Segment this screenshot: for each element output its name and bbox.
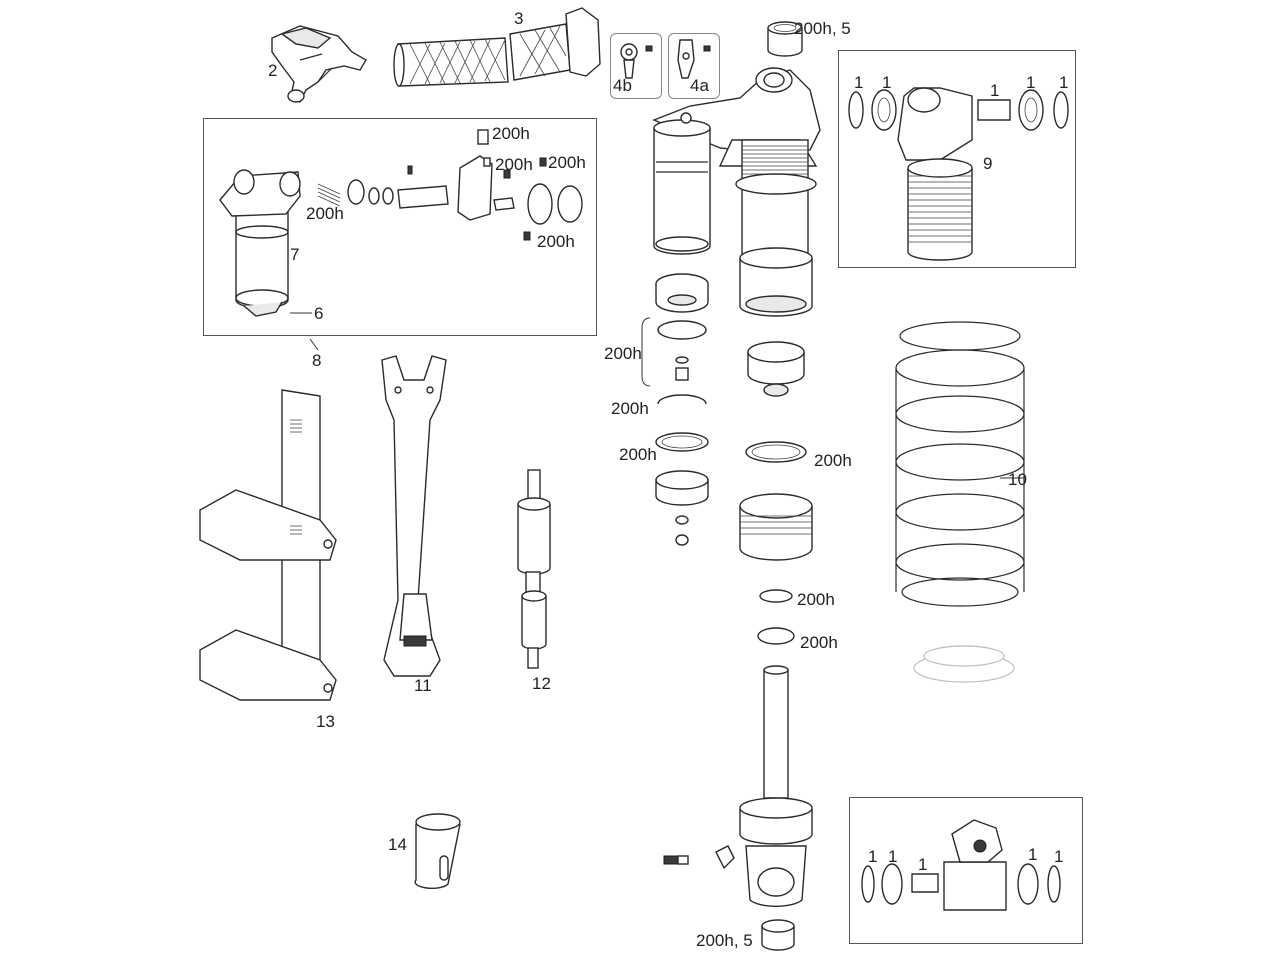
callout-7: 7: [290, 245, 300, 264]
callout-200h-f: 200h: [604, 344, 642, 363]
damper-shaft-lower: [663, 665, 813, 907]
part-4b-lever: [620, 43, 653, 79]
part-9-eyelet: [848, 87, 1069, 261]
callout-1-top-a: 1: [854, 73, 864, 92]
callout-4b: 4b: [613, 76, 632, 95]
bottom-eyelet-bearing-panel: [849, 797, 1083, 944]
rings-left-column: [655, 273, 709, 546]
callout-1-bottom-b: 1: [888, 847, 898, 866]
part-7-internal-parts: [317, 129, 583, 241]
callout-1-bottom-e: 1: [1054, 847, 1064, 866]
callout-200h-h: 200h: [619, 445, 657, 464]
callout-200h-5-bottom: 200h, 5: [696, 931, 753, 950]
callout-3: 3: [514, 9, 524, 28]
callout-1-bottom-d: 1: [1028, 845, 1038, 864]
callout-12: 12: [532, 674, 551, 693]
callout-1-bottom-c: 1: [918, 855, 928, 874]
callout-200h-d: 200h: [306, 204, 344, 223]
callout-4a: 4a: [690, 76, 709, 95]
bushing-bottom: [761, 919, 795, 951]
callout-200h-i: 200h: [814, 451, 852, 470]
callout-1-bottom-a: 1: [868, 847, 878, 866]
callout-8: 8: [312, 351, 322, 370]
top-eyelet-bearing-panel: [838, 50, 1076, 268]
part-10-coil-spring: [895, 321, 1025, 683]
callout-200h-c: 200h: [548, 153, 586, 172]
callout-200h-b: 200h: [495, 155, 533, 174]
lever-4a-box: [668, 33, 720, 99]
bottom-eyelet-bearings: [861, 819, 1061, 911]
callout-11: 11: [414, 676, 432, 695]
callout-200h-5-top: 200h, 5: [794, 19, 851, 38]
callout-14: 14: [388, 835, 407, 854]
callout-1-top-e: 1: [1059, 73, 1069, 92]
part-14-sleeve: [414, 813, 461, 890]
part-11-wrench: [381, 355, 447, 677]
callout-1-top-c: 1: [990, 81, 1000, 100]
shock-main-body: [652, 67, 821, 317]
callout-10: 10: [1008, 470, 1027, 489]
part-3-grip: [393, 7, 601, 87]
part-2-remote-lever: [271, 25, 367, 103]
callout-200h-g: 200h: [611, 399, 649, 418]
callout-200h-e: 200h: [537, 232, 575, 251]
callout-9: 9: [983, 154, 993, 173]
part-13-tool: [199, 389, 337, 701]
callout-200h-j: 200h: [797, 590, 835, 609]
lever-4b-box: [610, 33, 662, 99]
callout-1-top-b: 1: [882, 73, 892, 92]
rear-reservoir-panel: [203, 118, 597, 336]
callout-2: 2: [268, 61, 278, 80]
leader-lines: [290, 312, 1024, 479]
callout-6: 6: [314, 304, 324, 323]
callout-200h-a: 200h: [492, 124, 530, 143]
rings-right-column: [739, 341, 813, 645]
callout-200h-k: 200h: [800, 633, 838, 652]
bushing-top: [767, 21, 803, 57]
callout-13: 13: [316, 712, 335, 731]
part-12-shaft: [517, 469, 551, 669]
part-4a-lever: [677, 39, 711, 79]
part-7-reservoir: [219, 169, 301, 317]
callout-1-top-d: 1: [1026, 73, 1036, 92]
